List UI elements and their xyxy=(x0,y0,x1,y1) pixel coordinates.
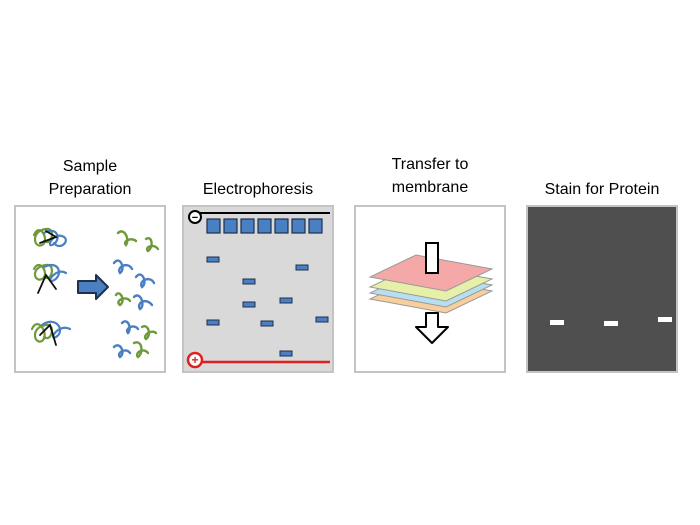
gel-band xyxy=(315,316,329,323)
well xyxy=(240,218,255,234)
title-line-1: Sample xyxy=(62,158,118,175)
well xyxy=(223,218,238,234)
gel-panel: − xyxy=(182,205,334,373)
gel-band xyxy=(206,319,220,326)
negative-electrode-icon xyxy=(188,210,202,224)
well xyxy=(257,218,272,234)
stained-band xyxy=(604,321,618,326)
well xyxy=(291,218,306,234)
title-line-1: Stain for Protein xyxy=(544,181,660,198)
folded-protein-2 xyxy=(32,263,68,294)
gel-illustration: − xyxy=(186,210,330,369)
title-line-2: Preparation xyxy=(48,181,132,198)
gel-band xyxy=(242,278,256,285)
stain-illustration xyxy=(550,317,672,326)
step-title: Stain for Protein xyxy=(526,178,678,201)
gel-band xyxy=(279,297,293,304)
gel-band xyxy=(206,256,220,263)
unfolded-proteins xyxy=(112,230,160,359)
title-line-2: membrane xyxy=(391,179,469,196)
title-line-1: Electrophoresis xyxy=(202,181,314,198)
step-title: Sample Preparation xyxy=(14,155,166,201)
step-title: Electrophoresis xyxy=(182,178,334,201)
arrow-icon xyxy=(77,274,109,300)
well xyxy=(274,218,289,234)
transfer-gel-icon xyxy=(425,242,439,274)
protein-bands xyxy=(206,256,329,357)
stained-band xyxy=(658,317,672,322)
gel-wells xyxy=(206,218,323,234)
gel-band xyxy=(279,350,293,357)
gel-band xyxy=(242,301,256,308)
gel-band xyxy=(260,320,274,327)
title-line-1: Transfer to xyxy=(391,156,469,173)
gel-band xyxy=(295,264,309,271)
step-title: Transfer to membrane xyxy=(354,153,506,199)
negative-sign: − xyxy=(192,212,198,224)
down-arrow-icon xyxy=(415,312,449,344)
stained-band xyxy=(550,320,564,325)
positive-electrode-icon xyxy=(186,351,204,369)
stain-panel xyxy=(526,205,678,373)
transfer-panel xyxy=(354,205,506,373)
stained-bands xyxy=(550,317,672,326)
sample-preparation-illustration xyxy=(30,227,160,359)
positive-sign: + xyxy=(191,353,198,367)
well xyxy=(206,218,221,234)
folded-protein-1 xyxy=(32,227,67,248)
well xyxy=(308,218,323,234)
transfer-illustration xyxy=(368,242,494,344)
sample-preparation-panel xyxy=(14,205,166,373)
folded-protein-3 xyxy=(30,320,72,346)
